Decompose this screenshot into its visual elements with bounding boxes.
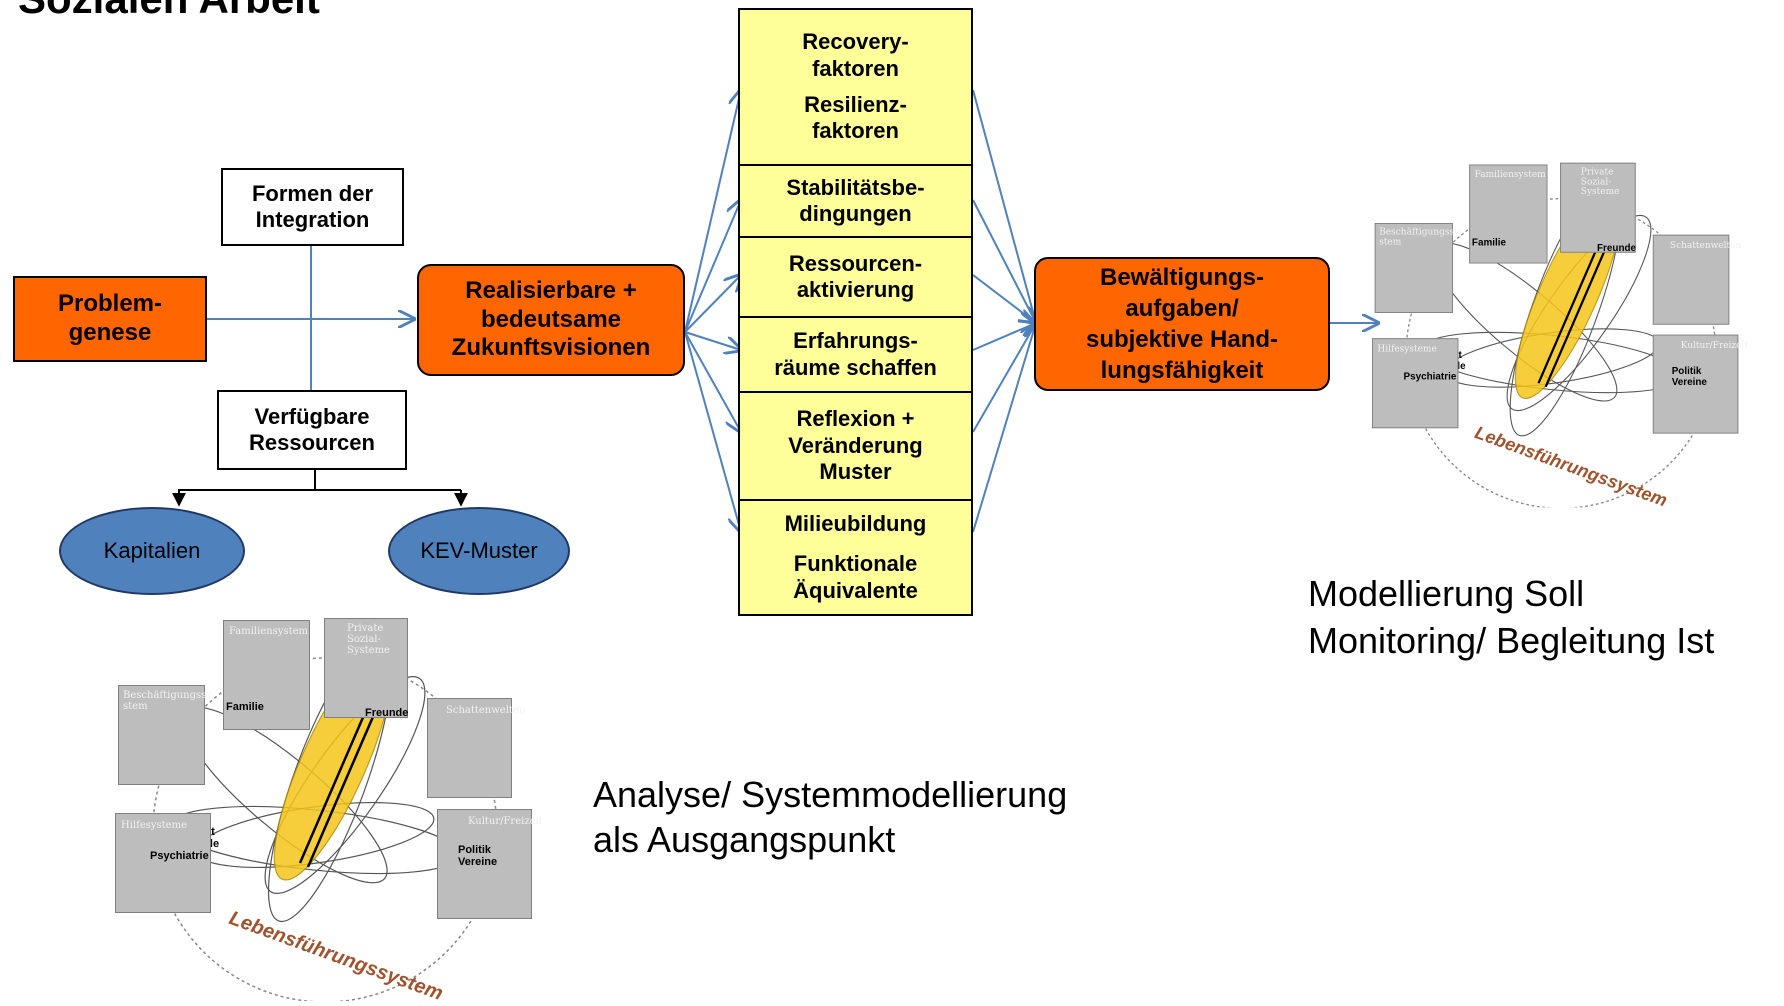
- lebensfuehrungssystem-diagram-left: Familiensystem Familie Private Sozial- S…: [115, 615, 543, 1005]
- panel-familiensystem: Familiensystem Familie: [223, 620, 310, 730]
- panel-beschaeftigungssystem: Beschäftigungssy- stem Arbeit Schule: [1374, 223, 1466, 372]
- factor-stabilitaet: Stabilitätsbe- dingungen: [738, 164, 973, 236]
- panel-schattenwelten: Schattenwelten: [427, 698, 525, 798]
- label-freunde: Freunde: [365, 707, 409, 719]
- label-familie: Familie: [226, 701, 264, 713]
- factor-funktionale: Funktionale Äquivalente: [793, 551, 918, 603]
- factor-ressourcen: Ressourcen- aktivierung: [738, 236, 973, 316]
- analyse-caption: Analyse/ Systemmodellierung als Ausgangs…: [593, 774, 1068, 860]
- label-familie: Familie: [1471, 237, 1507, 249]
- panel-hilfesysteme: Hilfesysteme Psychiatrie: [115, 813, 211, 913]
- panel-kultur-freizeit: Kultur/Freizeit Politik Vereine: [437, 809, 543, 919]
- factor-erfahrung: Erfahrungs- räume schaffen: [738, 316, 973, 391]
- factor-milieu-funktional: Milieubildung Funktionale Äquivalente: [738, 499, 973, 616]
- factor-recovery: Recovery- faktoren: [802, 29, 909, 81]
- panel-hilfesysteme: Hilfesysteme Psychiatrie: [1372, 338, 1459, 429]
- zukunftsvisionen-box: Realisierbare + bedeutsame Zukunftsvisio…: [417, 264, 685, 376]
- kapitalien-oval: Kapitalien: [59, 507, 245, 595]
- factor-resilienz: Resilienz- faktoren: [804, 92, 907, 144]
- verfuegbare-ressourcen-box: Verfügbare Ressourcen: [217, 390, 407, 470]
- panel-private-sozialsysteme: Private Sozial- Systeme Freunde: [324, 618, 409, 719]
- label-politik-vereine: Politik Vereine: [458, 844, 498, 869]
- factor-recovery-resilienz: Recovery- faktoren Resilienz- faktoren: [738, 8, 973, 164]
- panel-familiensystem: Familiensystem Familie: [1469, 164, 1548, 264]
- converge-arrows: [972, 89, 1036, 533]
- label-politik-vereine: Politik Vereine: [1671, 366, 1707, 388]
- page-title: Sozialen Arbeit: [18, 0, 320, 20]
- kev-muster-oval: KEV-Muster: [388, 507, 570, 595]
- bewaeltigung-box: Bewältigungs- aufgaben/ subjektive Hand-…: [1034, 257, 1330, 391]
- panel-kultur-freizeit: Kultur/Freizeit Politik Vereine: [1652, 334, 1748, 434]
- problemgenese-box: Problem- genese: [13, 276, 207, 362]
- lebensfuehrungssystem-diagram-right: Familiensystem Familie Private Sozial- S…: [1372, 160, 1748, 511]
- factor-column: Recovery- faktoren Resilienz- faktoren S…: [738, 8, 973, 616]
- formen-integration-box: Formen der Integration: [221, 168, 404, 246]
- panel-private-sozialsysteme: Private Sozial- Systeme Freunde: [1560, 162, 1637, 254]
- label-freunde: Freunde: [1597, 242, 1637, 254]
- label-psychiatrie: Psychiatrie: [150, 850, 209, 862]
- panel-schattenwelten: Schattenwelten: [1652, 234, 1741, 325]
- panel-beschaeftigungssystem: Beschäftigungssy- stem Arbeit Schule: [118, 685, 219, 850]
- factor-reflexion: Reflexion + Veränderung Muster: [738, 391, 973, 499]
- modellierung-caption: Modellierung Soll Monitoring/ Begleitung…: [1308, 573, 1715, 661]
- label-psychiatrie: Psychiatrie: [1403, 371, 1457, 383]
- fan-out-arrows: [684, 90, 741, 532]
- factor-milieubildung: Milieubildung: [784, 510, 927, 536]
